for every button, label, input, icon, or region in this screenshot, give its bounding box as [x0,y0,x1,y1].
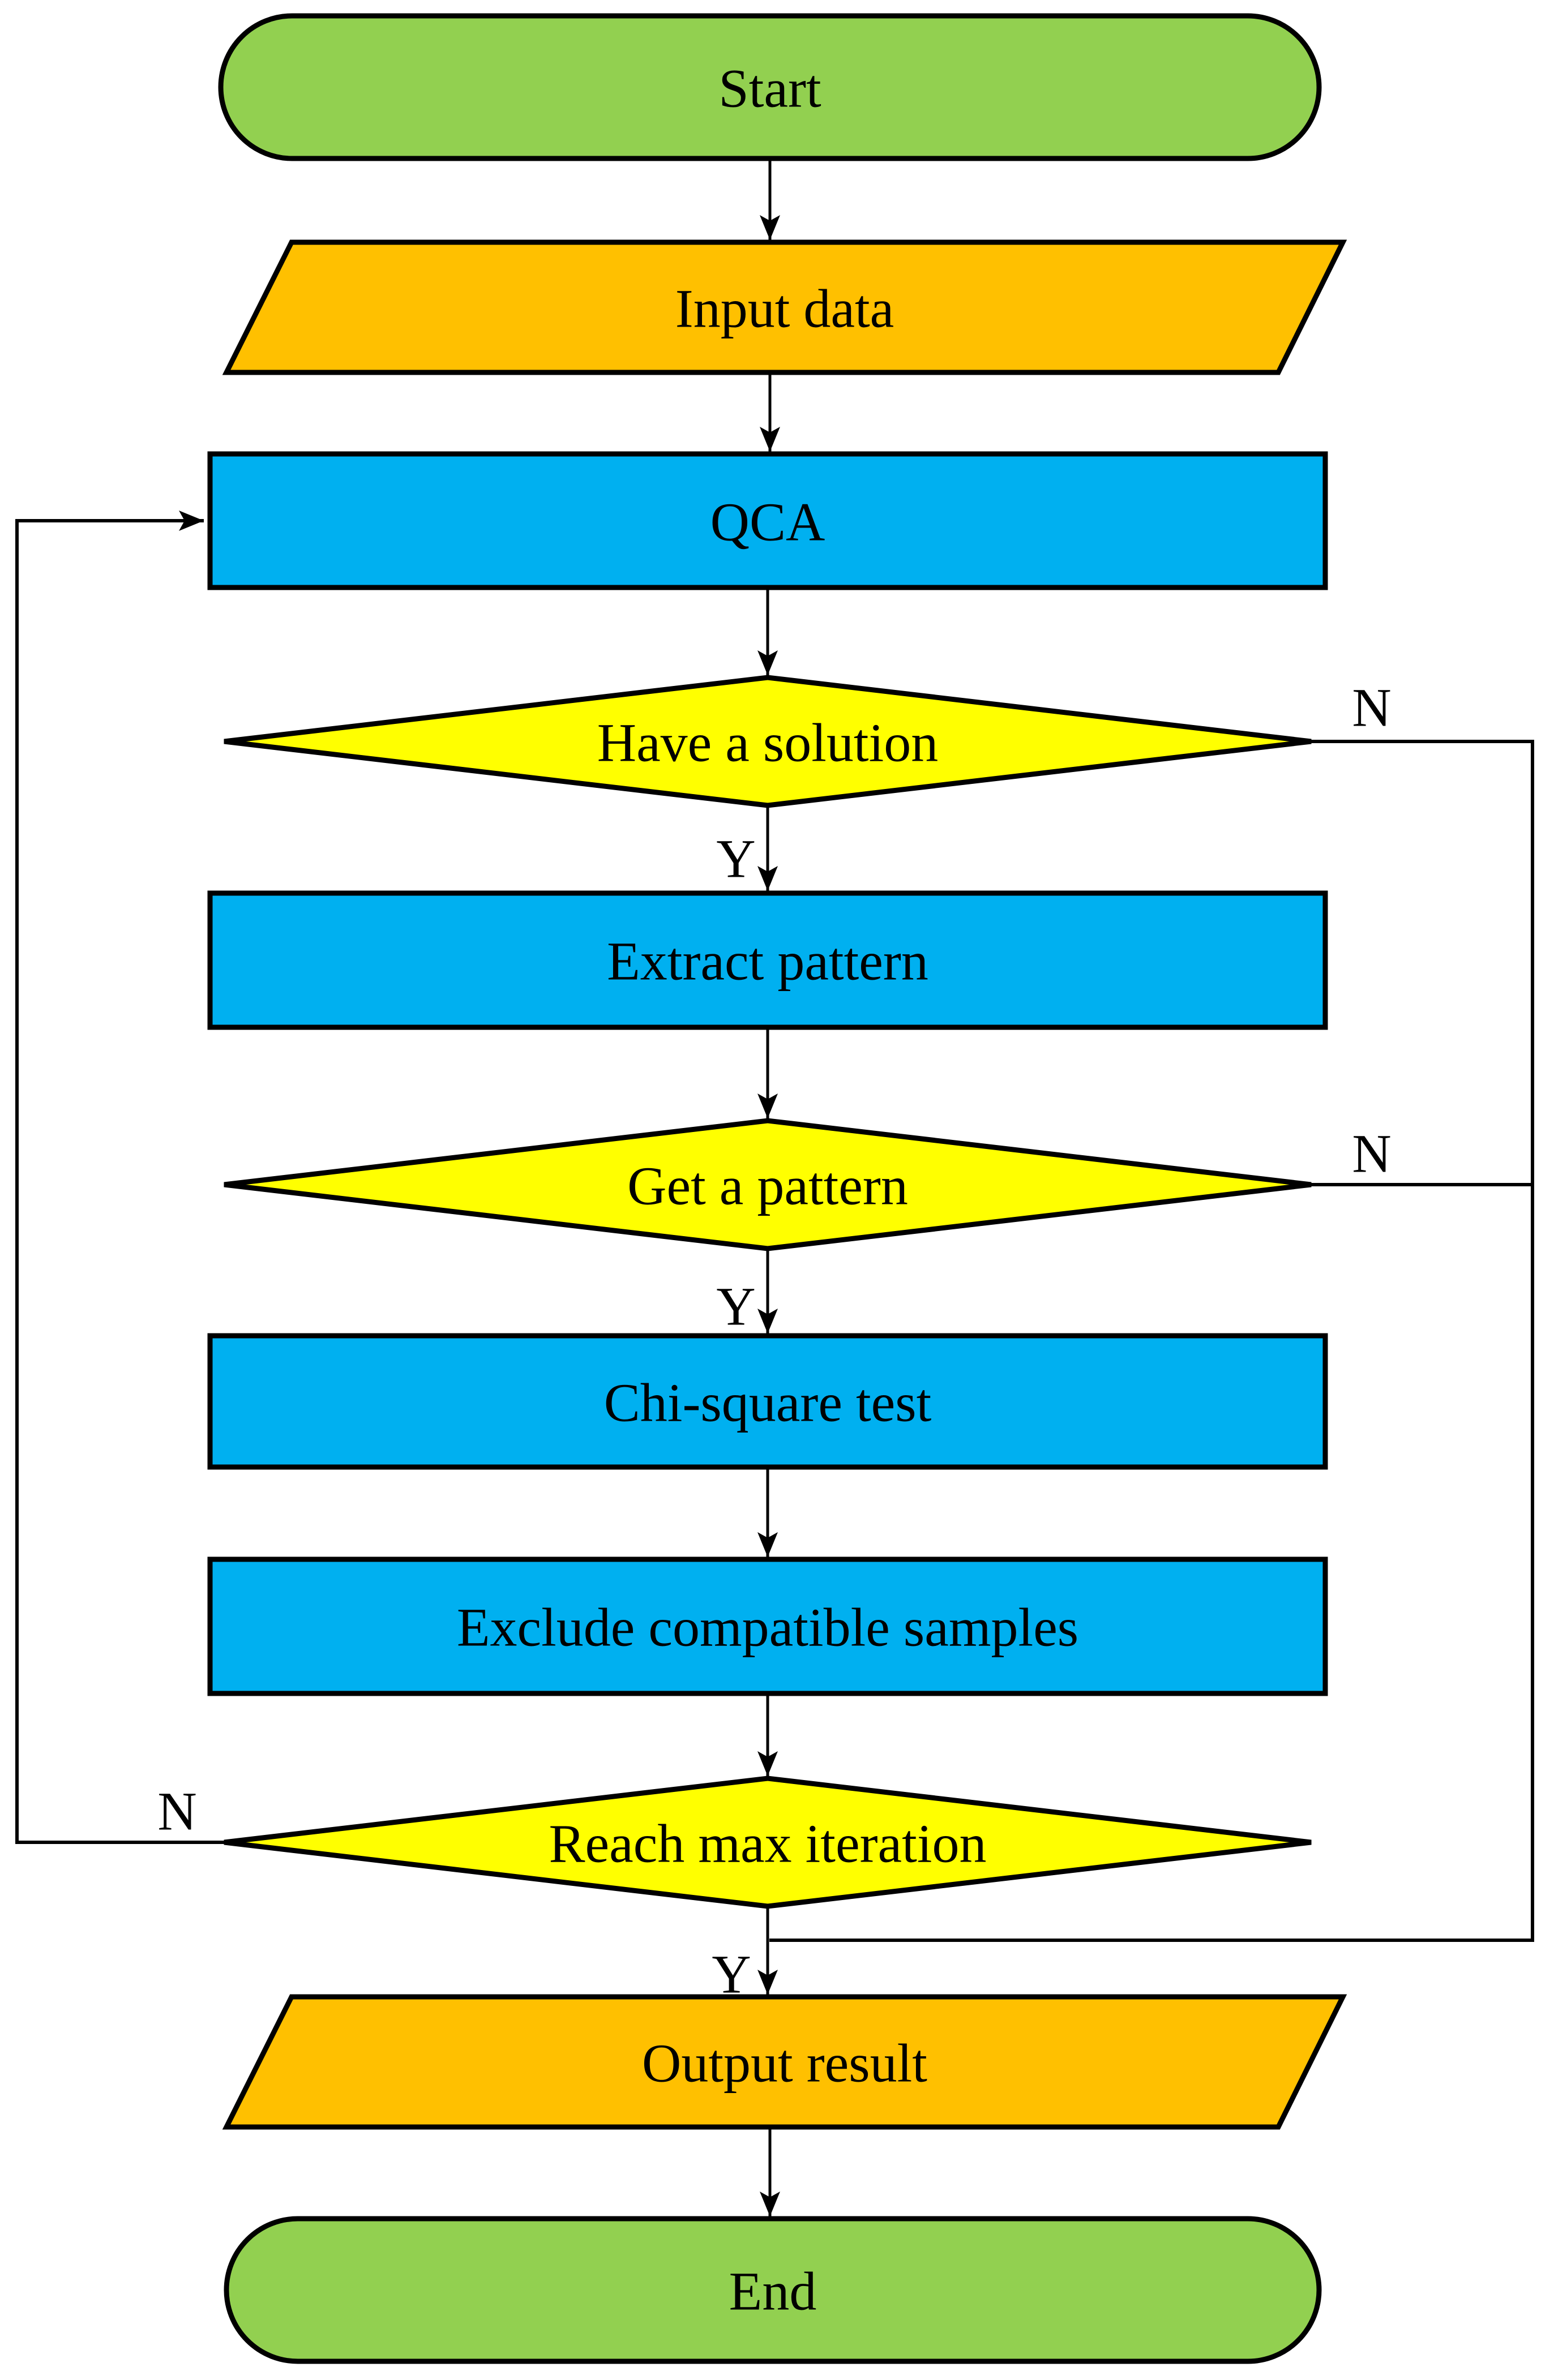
label-have-yes: Y [716,829,755,889]
start-terminator-shape [218,13,1322,161]
get-pattern-label: Get a pattern [627,1156,908,1216]
qca-label: QCA [710,492,825,552]
chi-square-process-shape [207,1333,1328,1470]
output-result-node: Output result [222,1994,1347,2130]
output-result-label: Output result [642,2033,927,2094]
output-result-parallelogram-shape [222,1994,1347,2130]
exclude-samples-process-shape [207,1556,1328,1696]
edge-have-no-rail [769,740,1534,1942]
exclude-samples-node: Exclude compatible samples [207,1556,1328,1696]
end-terminator-shape [224,2216,1322,2364]
extract-pattern-node: Extract pattern [207,890,1328,1030]
input-data-parallelogram-shape [222,239,1347,375]
extract-pattern-process-shape [207,890,1328,1030]
label-get-yes: Y [716,1276,755,1337]
reach-max-node: Reach max iteration [224,1776,1312,1909]
get-pattern-diamond-shape [224,1118,1312,1251]
end-node: End [224,2216,1322,2364]
label-have-no: N [1352,677,1391,738]
end-label: End [729,2261,817,2322]
get-pattern-node: Get a pattern [224,1118,1312,1251]
qca-process-shape [207,451,1328,590]
reach-max-label: Reach max iteration [549,1813,986,1874]
input-data-node: Input data [222,239,1347,375]
exclude-samples-label: Exclude compatible samples [457,1597,1078,1658]
chi-square-label: Chi-square test [604,1373,932,1433]
start-node: Start [218,13,1322,161]
have-solution-label: Have a solution [597,713,939,773]
input-data-label: Input data [675,278,894,339]
extract-pattern-label: Extract pattern [607,931,928,992]
have-solution-diamond-shape [224,675,1312,808]
label-reach-no: N [157,1781,196,1842]
label-get-no: N [1352,1123,1391,1184]
edge-reach-no-loop [15,511,224,1844]
qca-node: QCA [207,451,1328,590]
have-solution-node: Have a solution [224,675,1312,808]
chi-square-node: Chi-square test [207,1333,1328,1470]
reach-max-diamond-shape [224,1776,1312,1909]
start-label: Start [718,58,821,119]
